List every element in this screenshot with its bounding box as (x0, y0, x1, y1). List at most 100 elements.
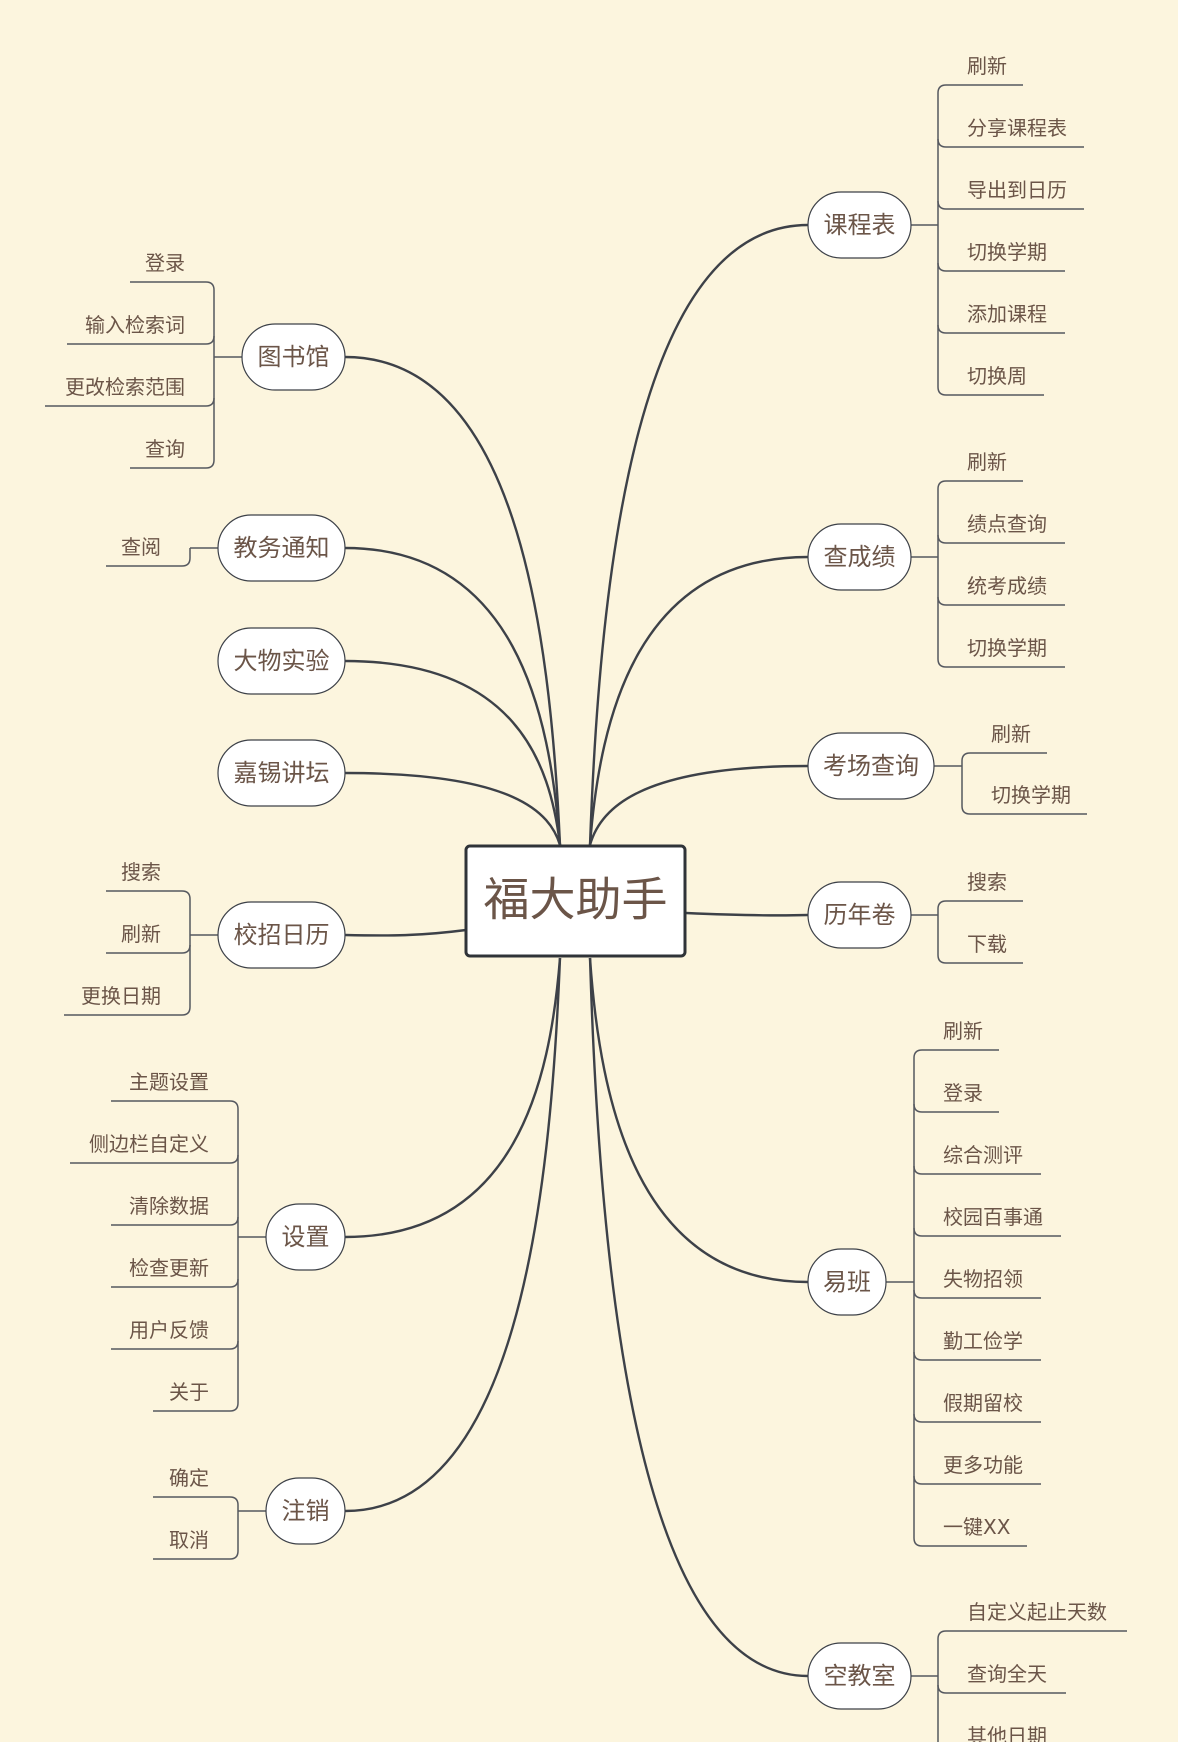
leaf-label[interactable]: 绩点查询 (967, 512, 1047, 536)
topic-label: 考场查询 (823, 752, 919, 780)
leaf-label[interactable]: 刷新 (991, 722, 1031, 746)
child-corner (913, 1227, 923, 1237)
topic-label: 课程表 (824, 211, 896, 239)
leaf-label[interactable]: 输入检索词 (85, 313, 185, 337)
child-corner (229, 1340, 239, 1350)
leaf-label[interactable]: 失物招领 (943, 1267, 1023, 1291)
child-corner (229, 1496, 239, 1506)
leaf-label[interactable]: 确定 (169, 1466, 209, 1490)
child-corner (181, 1006, 191, 1016)
topic-label: 设置 (282, 1223, 330, 1251)
leaf-label[interactable]: 主题设置 (129, 1070, 209, 1094)
leaf-label[interactable]: 查询 (145, 437, 185, 461)
leaf-label[interactable]: 切换学期 (967, 636, 1047, 660)
topic-box (217, 514, 346, 582)
child-corner (937, 386, 947, 396)
leaf-label[interactable]: 校园百事通 (943, 1205, 1043, 1229)
topic-node[interactable]: 校招日历 (217, 901, 346, 969)
leaf-label[interactable]: 查阅 (121, 535, 161, 559)
child-connector (106, 548, 191, 567)
leaf-label[interactable]: 清除数据 (129, 1194, 209, 1218)
root-label: 福大助手 (484, 873, 668, 927)
leaf-label[interactable]: 综合测评 (943, 1143, 1023, 1167)
link-7 (344, 546, 562, 846)
topic-label: 历年卷 (824, 901, 896, 929)
child-corner (205, 459, 215, 469)
leaf-label[interactable]: 查询全天 (967, 1662, 1047, 1686)
child-corner (229, 1100, 239, 1110)
topic-node[interactable]: 历年卷 (807, 881, 912, 949)
leaf-label[interactable]: 搜索 (967, 870, 1007, 894)
child-corner (913, 1475, 923, 1485)
root-box (464, 844, 687, 958)
topic-box (265, 1477, 346, 1545)
child-corner (205, 335, 215, 345)
link-5 (588, 957, 809, 1678)
root-node[interactable]: 福大助手 (464, 844, 687, 958)
child-corner (181, 944, 191, 954)
leaf-label[interactable]: 勤工俭学 (943, 1329, 1023, 1353)
leaf-label[interactable]: 用户反馈 (129, 1318, 209, 1342)
topic-node[interactable]: 课程表 (807, 191, 912, 259)
topic-node[interactable]: 图书馆 (241, 323, 346, 391)
leaf-label[interactable]: 更换日期 (81, 984, 161, 1008)
leaf-label[interactable]: 统考成绩 (967, 574, 1047, 598)
topic-label: 空教室 (824, 1662, 896, 1690)
child-corner (913, 1049, 923, 1059)
leaf-label[interactable]: 刷新 (967, 450, 1007, 474)
child-corner (937, 480, 947, 490)
child-corner (913, 1413, 923, 1423)
topic-label: 查成绩 (824, 543, 896, 571)
leaf-label[interactable]: 登录 (145, 251, 185, 275)
leaf-label[interactable]: 导出到日历 (967, 178, 1067, 202)
topic-node[interactable]: 教务通知 (217, 514, 346, 582)
leaf-label[interactable]: 切换学期 (991, 783, 1071, 807)
link-0 (588, 223, 809, 846)
leaf-label[interactable]: 其他日期 (967, 1724, 1047, 1742)
topic-node[interactable]: 大物实验 (217, 627, 346, 695)
topic-node[interactable]: 易班 (807, 1248, 887, 1316)
child-corner (937, 200, 947, 210)
link-11 (344, 957, 562, 1239)
topic-box (807, 523, 912, 591)
links-layer (344, 223, 809, 1678)
leaf-label[interactable]: 切换学期 (967, 240, 1047, 264)
child-corner (181, 890, 191, 900)
leaf-label[interactable]: 自定义起止天数 (967, 1600, 1107, 1624)
topic-box (807, 732, 935, 800)
leaf-label[interactable]: 一键XX (943, 1515, 1011, 1539)
leaf-label[interactable]: 添加课程 (967, 302, 1047, 326)
leaf-label[interactable]: 分享课程表 (967, 116, 1067, 140)
leaf-label[interactable]: 刷新 (943, 1019, 983, 1043)
topic-node[interactable]: 嘉锡讲坛 (217, 739, 346, 807)
child-corner (937, 84, 947, 94)
leaf-label[interactable]: 检查更新 (129, 1256, 209, 1280)
child-corner (937, 262, 947, 272)
topic-node[interactable]: 查成绩 (807, 523, 912, 591)
link-9 (344, 771, 562, 846)
leaf-label[interactable]: 刷新 (121, 922, 161, 946)
leaf-label[interactable]: 切换周 (967, 364, 1027, 388)
leaf-label[interactable]: 登录 (943, 1081, 983, 1105)
topic-node[interactable]: 空教室 (807, 1642, 912, 1710)
topic-label: 教务通知 (234, 534, 330, 562)
child-corner (205, 281, 215, 291)
leaf-label[interactable]: 侧边栏自定义 (89, 1132, 209, 1156)
topic-box (807, 1642, 912, 1710)
child-corner (937, 658, 947, 668)
leaf-label[interactable]: 更改检索范围 (65, 375, 185, 399)
leaf-label[interactable]: 更多功能 (943, 1453, 1023, 1477)
child-corner (937, 534, 947, 544)
leaf-label[interactable]: 关于 (169, 1380, 209, 1404)
leaf-label[interactable]: 搜索 (121, 860, 161, 884)
leaf-label[interactable]: 假期留校 (943, 1391, 1023, 1415)
topic-node[interactable]: 考场查询 (807, 732, 935, 800)
leaf-label[interactable]: 刷新 (967, 54, 1007, 78)
leaf-label[interactable]: 下载 (967, 932, 1007, 956)
link-10 (344, 928, 467, 937)
topic-node[interactable]: 设置 (265, 1203, 346, 1271)
leaf-label[interactable]: 取消 (169, 1528, 209, 1552)
child-corner (961, 752, 971, 762)
topic-node[interactable]: 注销 (265, 1477, 346, 1545)
